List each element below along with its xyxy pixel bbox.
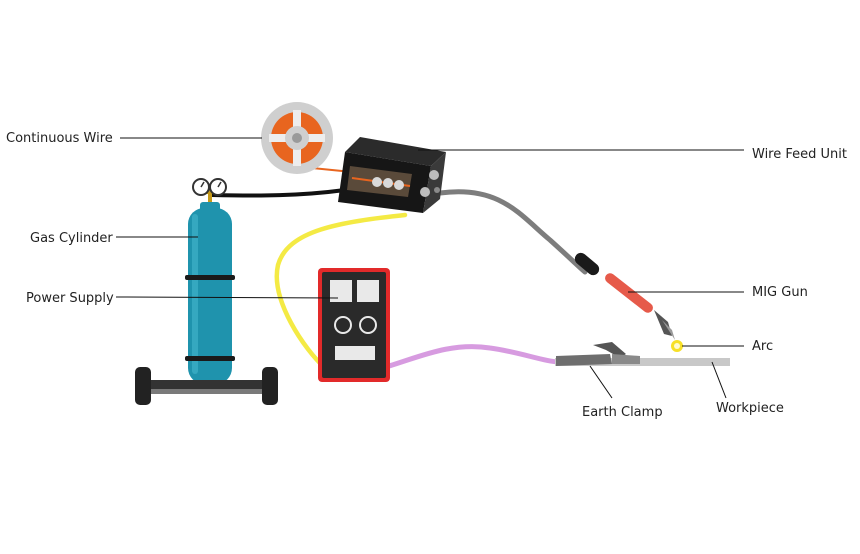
label-workpiece: Workpiece — [716, 401, 784, 416]
cylinder-band-top — [185, 275, 235, 280]
label-power-supply: Power Supply — [26, 291, 114, 306]
power-panel — [335, 346, 375, 360]
display-right — [357, 280, 379, 302]
gas-hose — [210, 188, 347, 198]
workpiece-plate — [555, 358, 730, 366]
gas-cylinder-assembly — [135, 178, 278, 405]
pink-earth-cable — [359, 344, 563, 375]
label-continuous-wire: Continuous Wire — [6, 131, 113, 146]
dial-left — [334, 316, 352, 334]
label-gas-cylinder: Gas Cylinder — [30, 231, 113, 246]
earth-clamp — [556, 342, 640, 366]
gas-cylinder — [188, 208, 232, 384]
trolley-wheel-right — [262, 367, 278, 405]
dial-right — [359, 316, 377, 334]
leader-earth-clamp — [589, 365, 613, 399]
label-arc: Arc — [752, 339, 773, 354]
trolley-wheel-left — [135, 367, 151, 405]
cylinder-band-bottom — [185, 356, 235, 361]
yellow-power-cable — [274, 212, 408, 371]
label-earth-clamp: Earth Clamp — [582, 405, 663, 420]
feed-roller-3 — [394, 180, 404, 190]
label-wire-feed-unit: Wire Feed Unit — [752, 147, 847, 162]
leader-workpiece — [711, 361, 727, 399]
label-mig-gun: MIG Gun — [752, 285, 808, 300]
wire-feed-unit — [338, 137, 446, 213]
power-supply-unit — [318, 268, 390, 382]
leader-power-supply — [115, 296, 339, 299]
gun-cable — [437, 189, 588, 275]
feed-roller-1 — [372, 177, 382, 187]
mig-gun — [574, 252, 675, 340]
feed-roller-2 — [383, 178, 393, 188]
display-left — [330, 280, 352, 302]
wire-spool — [261, 102, 333, 174]
